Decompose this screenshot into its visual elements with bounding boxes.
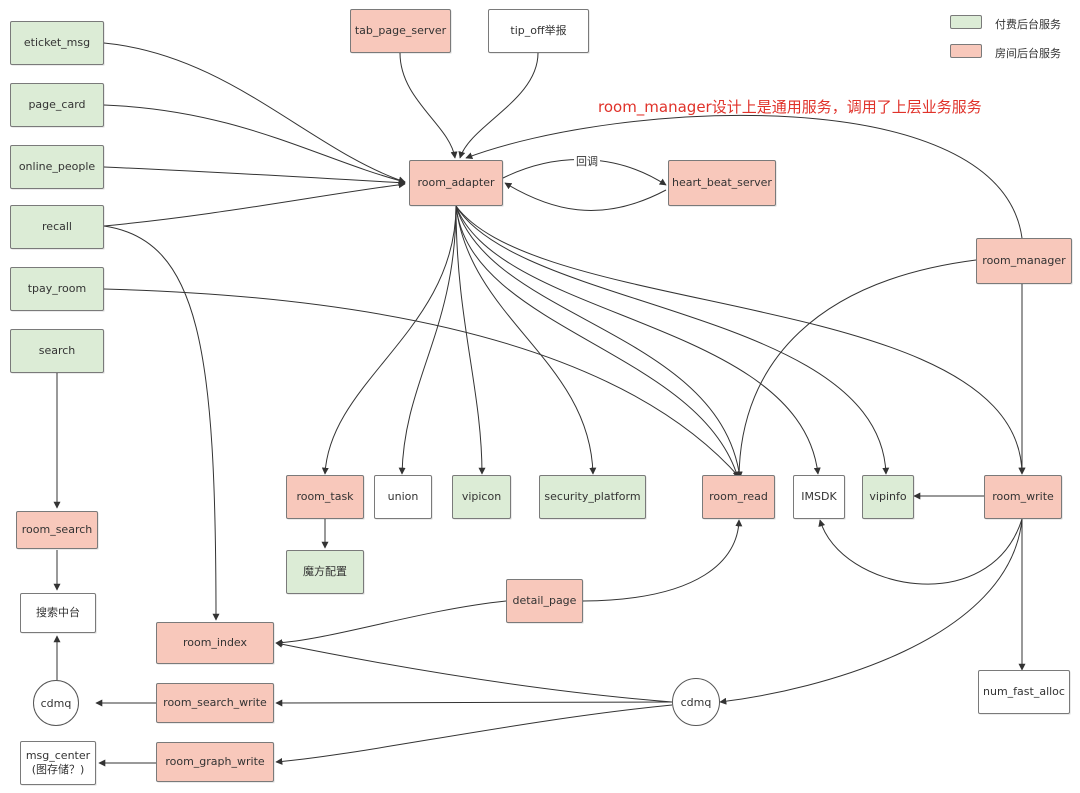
edge-tpay-to-roomread (103, 288, 741, 479)
legend-swatch-room (950, 44, 982, 58)
edge-adapter-to-roomwrite (455, 205, 1026, 475)
node-room-search[interactable]: room_search (16, 511, 98, 549)
edge-cdmq-to-searchwrite (275, 699, 673, 707)
node-security-platform[interactable]: security_platform (539, 475, 646, 519)
design-annotation: room_manager设计上是通用服务，调用了上层业务服务 (598, 98, 982, 116)
edge-detail-to-roomread (582, 519, 743, 602)
edge-manager-to-adapter (465, 114, 1023, 239)
node-room-write[interactable]: room_write (984, 475, 1062, 519)
node-online-people[interactable]: online_people (10, 145, 104, 189)
node-cdmq-left[interactable]: cdmq (33, 680, 79, 726)
node-search-center[interactable]: 搜索中台 (20, 593, 96, 633)
node-vipinfo[interactable]: vipinfo (862, 475, 914, 519)
edge-roomwrite-to-cdmq (719, 518, 1023, 705)
node-recall[interactable]: recall (10, 205, 104, 249)
legend-label-paid: 付费后台服务 (995, 18, 1061, 31)
edge-adapter-to-union (398, 205, 457, 475)
node-room-graph-write[interactable]: room_graph_write (156, 742, 274, 782)
node-page-card[interactable]: page_card (10, 83, 104, 127)
node-room-search-write[interactable]: room_search_write (156, 683, 274, 723)
edge-label-callback: 回调 (574, 153, 600, 169)
node-tab-page-server[interactable]: tab_page_server (350, 9, 451, 53)
edge-adapter-to-security (455, 205, 597, 475)
edge-heartbeat-to-adapter (504, 182, 667, 211)
node-room-adapter[interactable]: room_adapter (409, 160, 503, 206)
node-search[interactable]: search (10, 329, 104, 373)
edge-manager-to-roomread (735, 259, 977, 479)
edge-pagecard-to-adapter (103, 104, 406, 184)
node-eticket-msg[interactable]: eticket_msg (10, 21, 104, 65)
node-union[interactable]: union (374, 475, 432, 519)
edge-cdmq-to-roomindex (275, 640, 673, 703)
node-num-fast-alloc[interactable]: num_fast_alloc (978, 670, 1070, 714)
node-tip-off[interactable]: tip_off举报 (488, 9, 589, 53)
edge-recall-to-roomindex (103, 225, 220, 621)
node-cdmq-right[interactable]: cdmq (672, 678, 720, 726)
edge-roomwrite-to-imsdk (818, 518, 1023, 585)
edge-adapter-to-roomread-b (455, 205, 743, 479)
edge-cdmq-to-graphwrite (275, 704, 673, 765)
node-room-index[interactable]: room_index (156, 622, 274, 664)
node-vipicon[interactable]: vipicon (452, 475, 511, 519)
node-mofang[interactable]: 魔方配置 (286, 550, 364, 594)
node-imsdk[interactable]: IMSDK (793, 475, 845, 519)
edge-tipoff-to-adapter (458, 52, 539, 159)
edge-eticket-to-adapter (103, 42, 406, 184)
node-room-manager[interactable]: room_manager (976, 238, 1072, 284)
node-room-read[interactable]: room_read (702, 475, 775, 519)
edge-detail-to-roomindex (275, 600, 507, 647)
legend-swatch-paid (950, 15, 982, 29)
edge-adapter-to-vipinfo (455, 205, 890, 475)
node-tpay-room[interactable]: tpay_room (10, 267, 104, 311)
edge-adapter-to-vipicon (455, 205, 486, 475)
edge-tabpage-to-adapter (399, 52, 458, 159)
node-room-task[interactable]: room_task (286, 475, 364, 519)
edge-adapter-to-roomread-a (455, 205, 740, 479)
edge-online-to-adapter (103, 166, 406, 187)
node-heart-beat-server[interactable]: heart_beat_server (668, 160, 776, 206)
legend-label-room: 房间后台服务 (995, 47, 1061, 60)
edge-adapter-to-imsdk (455, 205, 821, 475)
edge-adapter-to-roomtask (321, 205, 457, 475)
edge-recall-to-adapter (103, 181, 406, 227)
node-msg-center[interactable]: msg_center (图存储？) (20, 741, 96, 785)
node-detail-page[interactable]: detail_page (506, 579, 583, 623)
